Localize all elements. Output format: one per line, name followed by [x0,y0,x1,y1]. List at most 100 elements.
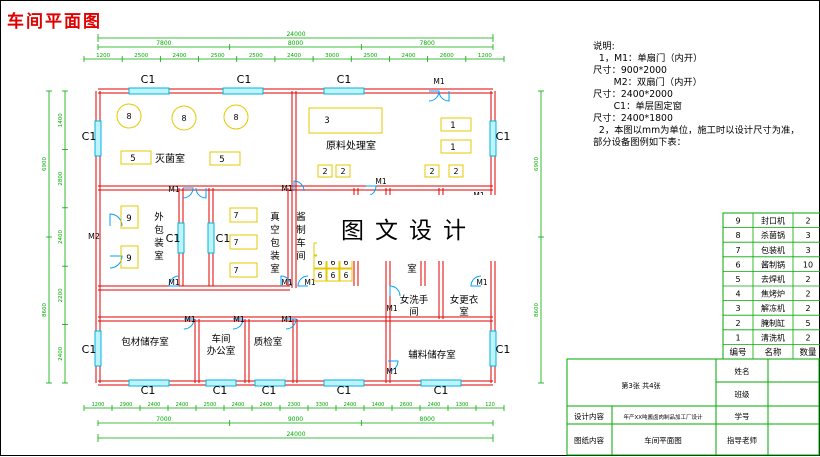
equipment-table-cell: 2 [805,217,810,226]
dimension-bottom-inner-text: 3300 [316,402,329,408]
window-c1 [420,379,462,387]
dimension-top-outer-text: 1200 [96,53,110,59]
sauce-pot-equipment [339,268,353,282]
sheet-count: 第3张 共4张 [621,381,660,390]
door-label: M2 [88,232,100,241]
door-label: M1 [375,177,386,186]
dimension-left-inner-text: 1400 [58,113,64,127]
window-label: C1 [216,232,231,245]
dimension-top-outer-text: 2500 [211,53,225,59]
packer-equipment [229,262,258,278]
equipment-number: 2 [340,167,345,176]
door-label: M1 [433,77,444,86]
dimension-bottom-inner-text: 1300 [456,402,469,408]
sauce-pot-equipment [326,268,340,282]
equipment-number: 5 [130,154,135,164]
sealer-equipment [120,245,139,269]
dimension-bottom-mid-text: 9000 [288,416,303,423]
door-m1 [195,187,207,199]
equipment-table-cell: 10 [803,260,813,269]
equipment-table-cell: 去焊机 [761,274,785,284]
equipment-number: 1 [450,121,455,131]
window-c1 [128,379,170,387]
door-m1 [387,360,399,372]
note-line: 部分设备图例如下表： [593,137,686,148]
window-c1 [207,222,215,254]
door-label: M1 [281,184,292,193]
dimension-bottom-mid-text: 7000 [156,416,171,423]
equipment-number: 7 [233,238,238,247]
room-label-disinfect: 室 [407,263,417,275]
equipment-table-cell: 3 [805,246,810,255]
door-m2 [109,213,123,227]
dimension-top-outer-text: 1200 [478,53,492,59]
dimension-bottom-inner-text: 2400 [232,402,245,408]
equipment-number: 7 [233,266,238,275]
window-label: C1 [141,73,156,86]
note-line: M2：双扇门（内开） [593,77,702,88]
equipment-table-cell: 杀菌锅 [761,230,785,240]
design-value: 年产XX吨酱卤肉制品加工厂设计 [623,413,703,421]
cleaner-equipment [440,117,472,132]
room-label-female-wash: 间 [409,306,419,318]
door-label: M1 [168,278,179,287]
room-label-outer-pack: 室 [154,250,164,262]
window-c1 [177,222,185,254]
dimension-left-outer-text: 6900 [42,157,48,171]
dimension-bottom-inner-text: 2400 [344,402,357,408]
note-line: C1：单层固定窗 [593,101,682,112]
dimension-bottom-inner-text: 2600 [400,402,413,408]
note-line: 说明: [593,41,615,52]
equipment-table-cell: 3 [805,231,810,240]
room-label-office: 车间 [211,333,230,345]
dimension-top-outer-text: 3000 [325,53,339,59]
name-label: 姓名 [735,366,750,376]
room-label-sauce: 制 [296,224,306,236]
dimension-top-outer-text: 2500 [249,53,263,59]
window-label: C1 [337,73,352,86]
equipment-number: 6 [318,271,323,280]
door-m1 [182,187,194,199]
door-m1 [470,275,482,287]
title-block-frame [566,358,820,456]
window-c1 [489,120,497,157]
window-label: C1 [262,384,277,397]
dimension-bottom-mid-text: 8000 [420,416,435,423]
equipment-number: 9 [126,214,131,224]
window-c1 [323,87,365,95]
dimension-bottom-inner-text: 2500 [204,402,217,408]
window-label: C1 [213,384,228,397]
equipment-table-cell: 6 [735,260,740,269]
dimension-left-outer-text: 8600 [42,303,48,317]
drawing-label: 图纸内容 [574,435,604,445]
room-label-aux-store: 辅料储存室 [408,349,456,361]
design-notes: 说明: 1，M1：单扇门（内开）尺寸：900*2000 M2：双扇门（内开）尺寸… [593,41,800,149]
equipment-table-header: 名称 [764,347,782,358]
equipment-number: 5 [219,155,224,165]
equipment-table-cell: 1 [735,333,740,342]
tank-equipment [317,164,333,178]
equipment-table-cell: 2 [735,319,740,328]
window-c1 [222,87,264,95]
room-label-vacuum-pack: 装 [270,250,280,262]
sealer-equipment [120,205,139,229]
sterilizer-equipment [116,103,142,129]
dimension-bottom-total-text: 24000 [286,431,305,438]
equipment-number: 2 [453,167,458,176]
window-label: C1 [496,343,511,356]
door-m1 [438,90,450,102]
door-label: M1 [281,278,292,287]
note-line: 尺寸：2400*1800 [593,113,673,124]
equipment-number: 6 [344,271,349,280]
id-label: 学号 [735,411,750,421]
equipment-table-header: 数量 [799,347,817,358]
equipment-table-cell: 2 [805,275,810,284]
teacher-label: 指导老师 [727,435,757,445]
door-m1 [293,180,305,192]
door-m1 [297,275,309,287]
dimension-right-outer-text: 6900 [534,157,540,171]
room-label-office: 办公室 [207,345,236,357]
dimension-bottom-inner-text: 2900 [120,402,133,408]
sterilizer-equipment [171,105,197,131]
equipment-table-cell: 焦烤炉 [761,289,785,299]
